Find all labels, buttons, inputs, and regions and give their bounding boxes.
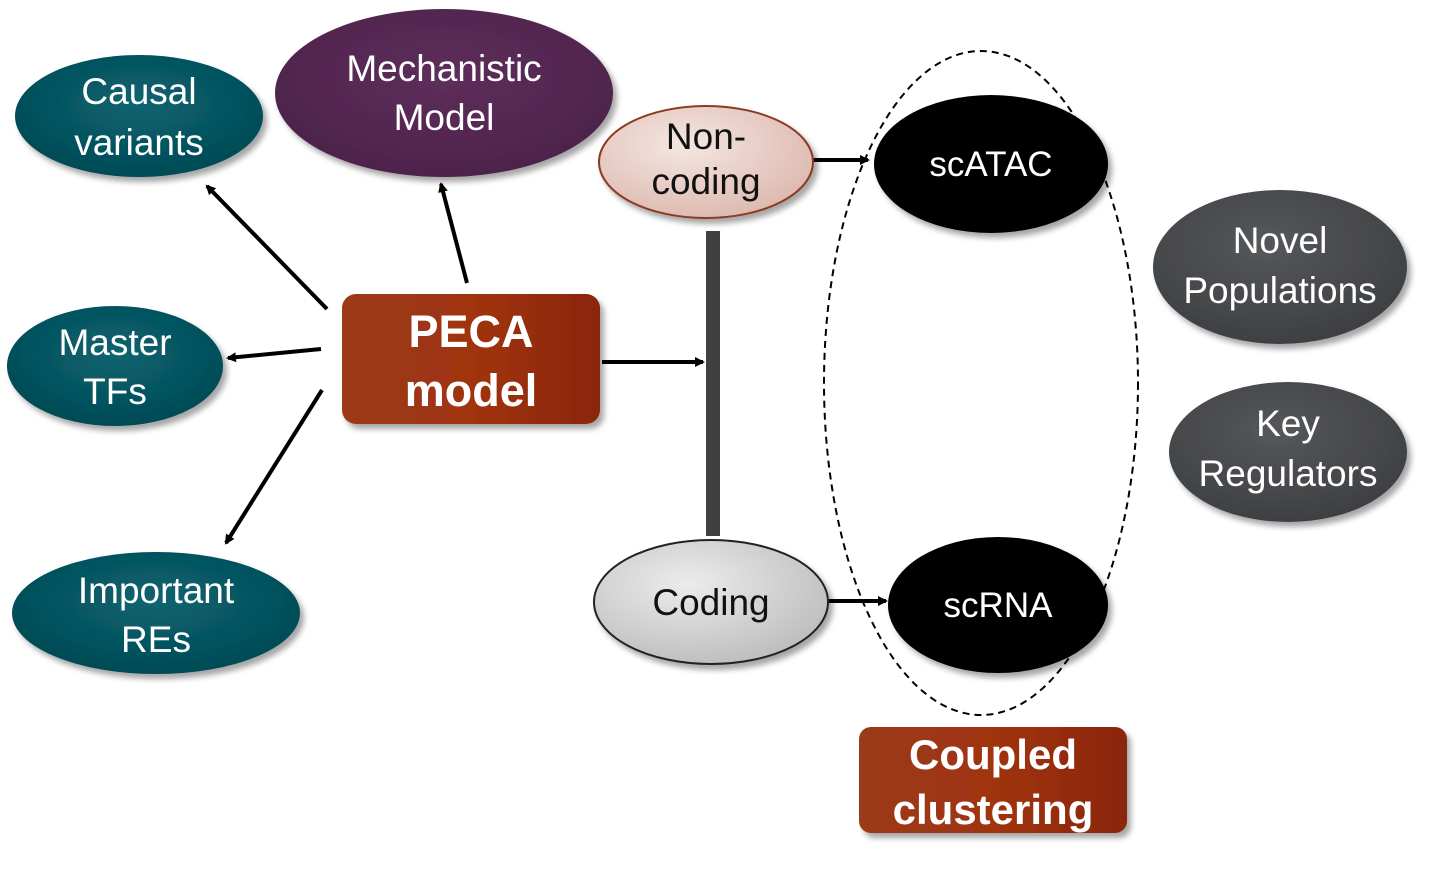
- node-master-tfs-line2: TFs: [83, 371, 147, 412]
- node-coding: Coding: [593, 539, 829, 665]
- node-scrna-label: scRNA: [944, 586, 1054, 625]
- node-coupled-clustering-line1: Coupled: [909, 731, 1077, 778]
- node-key-regulators-line1: Key: [1256, 403, 1320, 444]
- node-key-regulators: Key Regulators: [1169, 382, 1407, 522]
- node-non-coding-line1: Non-: [666, 116, 746, 157]
- coupling-boundary: [823, 50, 1139, 716]
- node-master-tfs-line1: Master: [58, 322, 171, 363]
- node-scatac: scATAC: [874, 95, 1108, 233]
- node-master-tfs: Master TFs: [7, 306, 223, 426]
- node-coding-label: Coding: [652, 582, 769, 623]
- node-coupled-clustering-line2: clustering: [893, 786, 1094, 833]
- node-important-res-line2: REs: [121, 619, 191, 660]
- node-peca-model-line2: model: [405, 365, 538, 416]
- node-mechanistic-model-line2: Model: [394, 97, 495, 138]
- node-key-regulators-line2: Regulators: [1199, 453, 1378, 494]
- node-important-res: Important REs: [12, 552, 300, 674]
- node-scrna: scRNA: [888, 537, 1108, 673]
- node-peca-model: PECA model: [342, 294, 600, 424]
- node-non-coding-line2: coding: [651, 161, 760, 202]
- node-coupled-clustering: Coupled clustering: [859, 727, 1127, 833]
- node-mechanistic-model: Mechanistic Model: [275, 9, 613, 177]
- arrow-peca-to-important: [224, 388, 324, 545]
- node-causal-variants: Causal variants: [15, 55, 263, 177]
- node-novel-populations-line1: Novel: [1233, 220, 1328, 261]
- modality-connector-bar: [706, 231, 720, 536]
- arrow-peca-to-master: [226, 347, 322, 363]
- node-important-res-line1: Important: [78, 570, 235, 611]
- node-causal-variants-line2: variants: [74, 122, 204, 163]
- node-novel-populations-line2: Populations: [1183, 270, 1376, 311]
- node-mechanistic-model-line1: Mechanistic: [346, 48, 541, 89]
- node-causal-variants-line1: Causal: [81, 71, 196, 112]
- node-novel-populations: Novel Populations: [1153, 190, 1407, 344]
- arrow-peca-to-causal: [205, 184, 329, 311]
- arrow-peca-to-mechanistic: [438, 182, 469, 284]
- node-scatac-label: scATAC: [929, 145, 1052, 184]
- node-peca-model-line1: PECA: [408, 306, 533, 357]
- node-non-coding: Non- coding: [598, 105, 814, 219]
